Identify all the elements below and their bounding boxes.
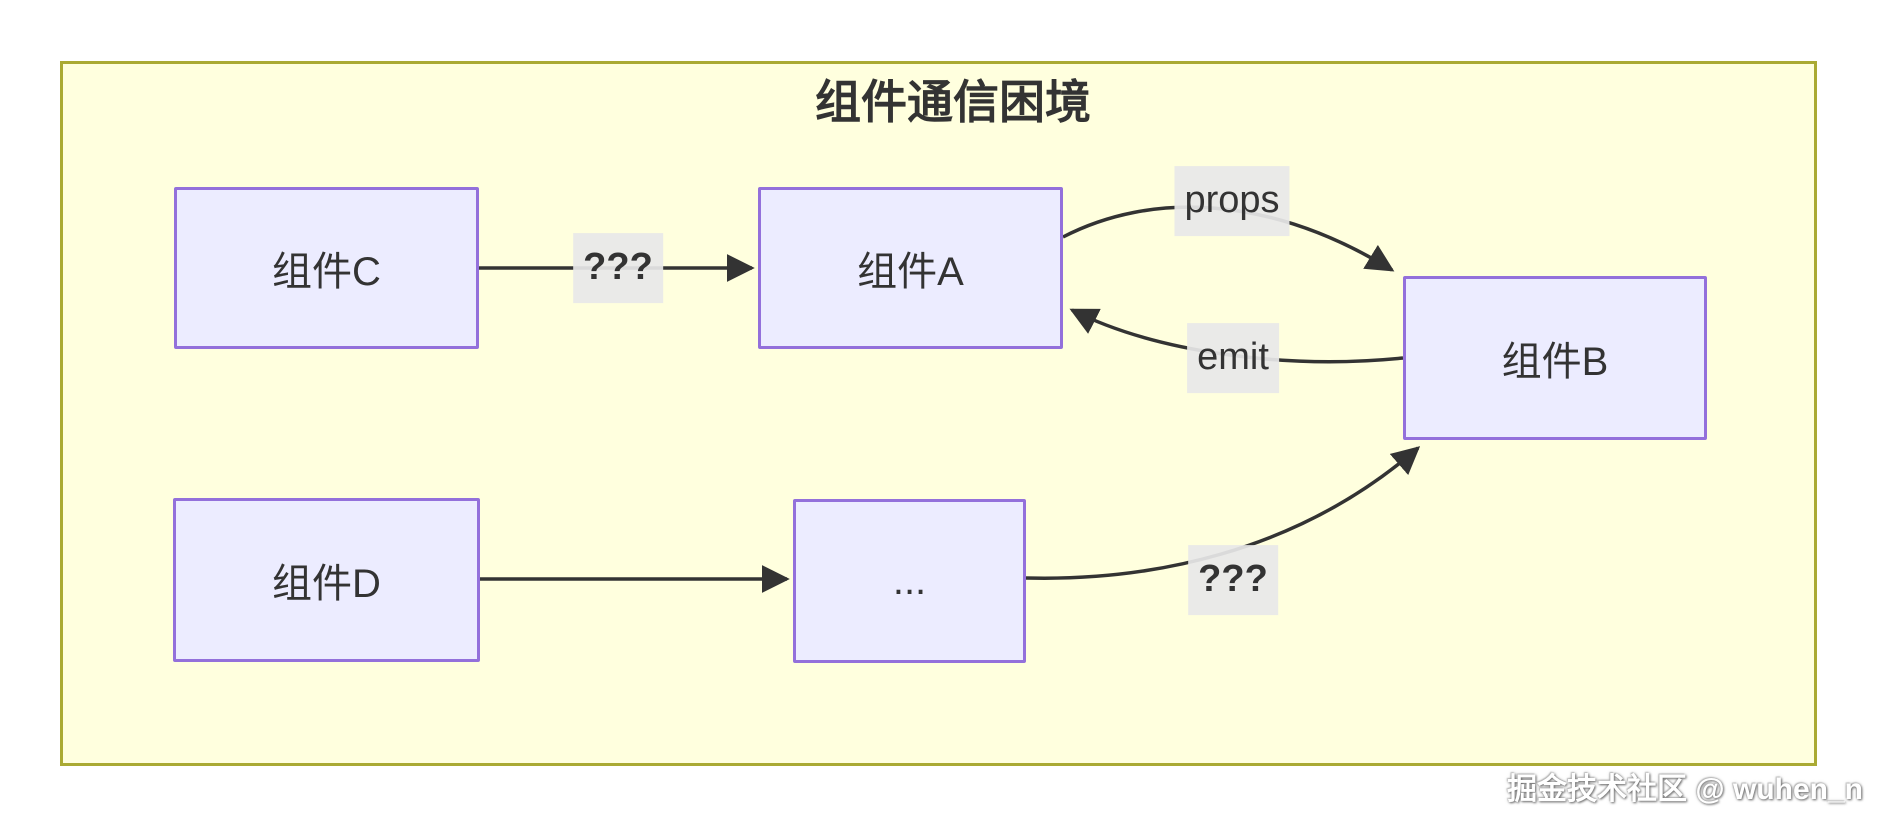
node-ellipsis-label: ... [892, 558, 927, 603]
watermark-text: 掘金技术社区 @ wuhen_n [1507, 773, 1863, 806]
node-component-c: 组件C [174, 187, 479, 349]
node-component-a: 组件A [758, 187, 1063, 349]
diagram-title: 组件通信困境 [815, 76, 1091, 128]
node-component-b: 组件B [1403, 276, 1707, 440]
edge-label-question-c-a: ??? [573, 233, 663, 303]
edge-label-question-more-b: ??? [1188, 545, 1278, 615]
node-component-d-label: 组件D [272, 562, 381, 606]
node-component-d: 组件D [173, 498, 480, 662]
node-component-c-label: 组件C [272, 250, 381, 294]
node-component-b-label: 组件B [1501, 340, 1609, 384]
node-ellipsis: ... [793, 499, 1026, 663]
edge-label-emit: emit [1187, 323, 1279, 393]
edge-label-props: props [1174, 166, 1290, 236]
node-component-a-label: 组件A [857, 250, 964, 294]
